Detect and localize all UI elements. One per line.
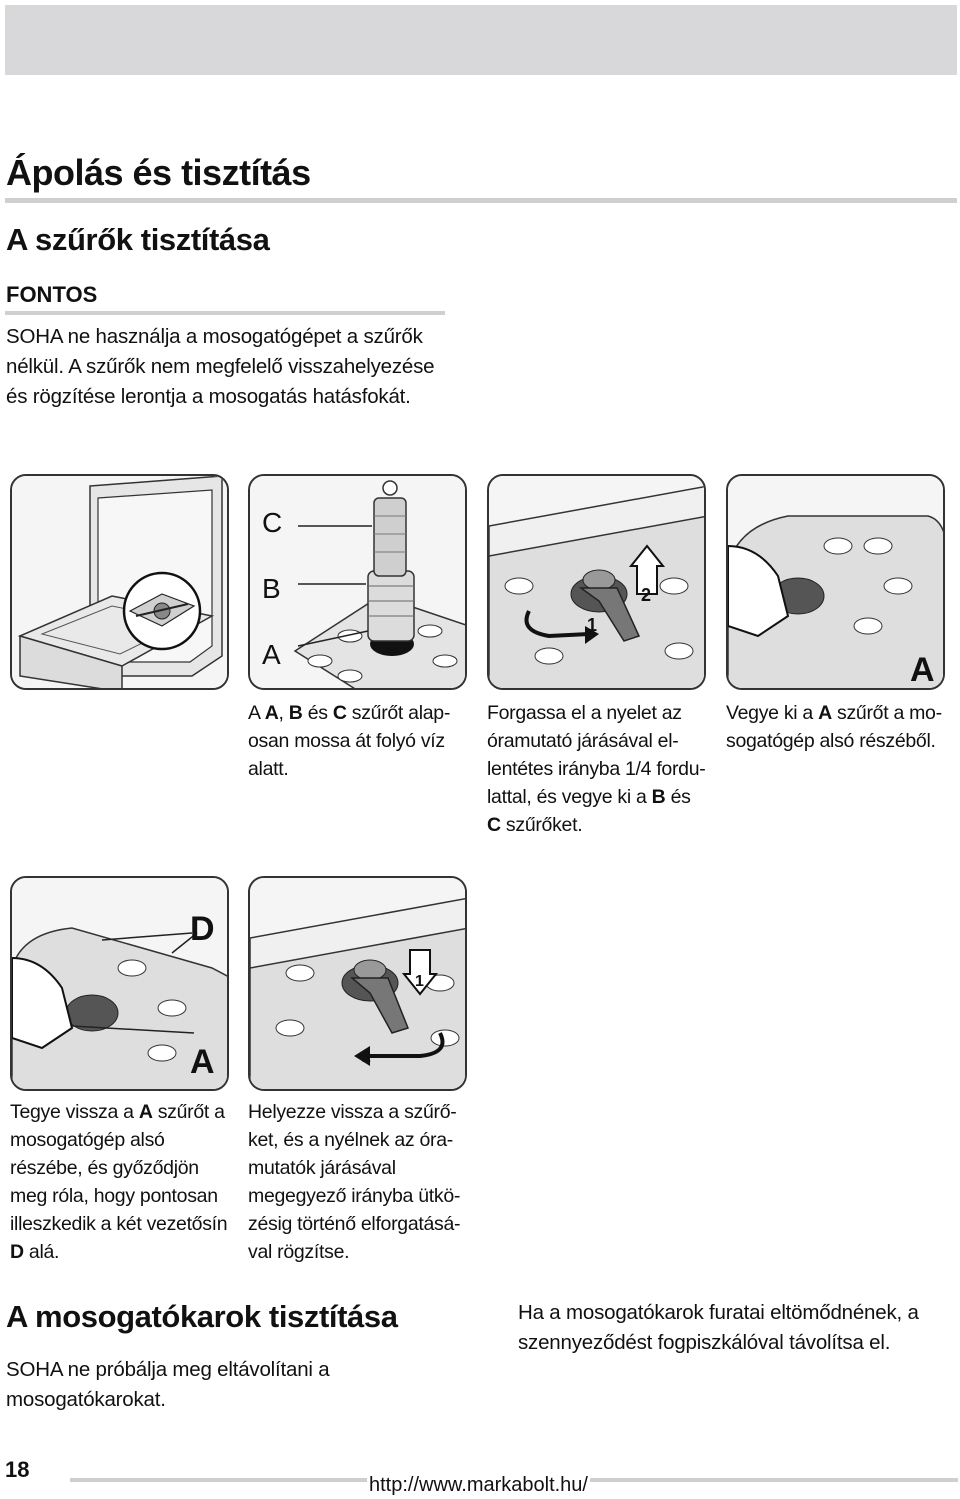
label-b: B <box>262 573 281 604</box>
caption-line: Vegye ki a A szűrőt a mo- <box>726 699 958 727</box>
figure-dishwasher-open <box>10 474 229 690</box>
caption-line: D alá. <box>10 1238 242 1266</box>
caption-line: mutatók járásával <box>248 1154 480 1182</box>
caption-line: óramutató járásával el- <box>487 727 719 755</box>
caption-text-run: Vegye ki a <box>726 702 819 724</box>
caption-text-run: és <box>665 786 691 808</box>
section-heading-spray-arms: A mosogatókarok tisztítása <box>6 1299 398 1334</box>
caption-text-run: megegyező irányba ütkö- <box>248 1185 461 1207</box>
caption-text-run: mutatók járásával <box>248 1157 396 1179</box>
important-rule <box>5 311 445 315</box>
caption-line: illeszkedik a két vezetősín <box>10 1210 242 1238</box>
header-band <box>5 5 957 75</box>
caption-bold-run: C <box>332 702 347 724</box>
caption-text-run: zésig történő elforgatásá- <box>248 1213 461 1235</box>
caption-text-run: mosogatógép alsó <box>10 1129 165 1151</box>
caption-line: alatt. <box>248 755 468 783</box>
caption-text-run: lentétes irányba 1/4 fordu- <box>487 758 706 780</box>
caption-text-run: meg róla, hogy pontosan <box>10 1185 218 1207</box>
caption-text-run: illeszkedik a két vezetősín <box>10 1213 228 1235</box>
caption-text-run: szűrőt alap- <box>346 702 451 724</box>
caption-text-run: Helyezze vissza a szűrő- <box>248 1101 457 1123</box>
caption-text-run: szűrőt a mo- <box>831 702 942 724</box>
caption-line: Tegye vissza a A szűrőt a <box>10 1098 242 1126</box>
figure-twist-handle-lock: 1 2 <box>248 876 467 1091</box>
caption-text-run: óramutató járásával el- <box>487 730 679 752</box>
caption-bold-run: A <box>818 702 832 724</box>
caption-text-run: Tegye vissza a <box>10 1101 139 1123</box>
caption-text-run: és <box>302 702 333 724</box>
caption-text-run: alatt. <box>248 758 289 780</box>
caption-replace-filter: Tegye vissza a A szűrőt a mosogatógép als… <box>10 1098 242 1266</box>
figure-remove-filter-a: A <box>726 474 945 690</box>
caption-text-run: sogatógép alsó részéből. <box>726 730 936 752</box>
caption-text-run: alá. <box>23 1241 60 1263</box>
caption-line: val rögzítse. <box>248 1238 480 1266</box>
label-c: C <box>262 507 282 538</box>
spray-arms-cleaning-tip: Ha a mosogatókarok furatai eltömődnének,… <box>518 1301 919 1354</box>
arrow-label-1: 1 <box>587 615 597 635</box>
caption-line: osan mossa át folyó víz <box>248 727 468 755</box>
caption-line: sogatógép alsó részéből. <box>726 727 958 755</box>
caption-line: A A, B és C szűrőt alap- <box>248 699 468 727</box>
caption-line: részébe, és győződjön <box>10 1154 242 1182</box>
footer-url[interactable]: http://www.markabolt.hu/ <box>367 1474 590 1497</box>
spray-arms-warning: SOHA ne próbálja meg eltávolítani a moso… <box>6 1358 330 1411</box>
title-rule <box>5 198 957 203</box>
caption-line: lentétes irányba 1/4 fordu- <box>487 755 719 783</box>
caption-line: meg róla, hogy pontosan <box>10 1182 242 1210</box>
caption-filters-abc: A A, B és C szűrőt alap-osan mossa át fo… <box>248 699 468 783</box>
important-text: SOHA ne használja a mosogatógépet a szűr… <box>6 325 435 408</box>
caption-text-run: , <box>278 702 289 724</box>
caption-bold-run: B <box>651 786 666 808</box>
caption-line: Forgassa el a nyelet az <box>487 699 719 727</box>
caption-line: zésig történő elforgatásá- <box>248 1210 480 1238</box>
important-label: FONTOS <box>6 282 98 307</box>
caption-line: mosogatógép alsó <box>10 1126 242 1154</box>
caption-text-run: val rögzítse. <box>248 1241 350 1263</box>
arrow-label-2: 2 <box>641 585 651 605</box>
caption-bold-run: A <box>264 702 279 724</box>
caption-text-run: ket, és a nyélnek az óra- <box>248 1129 453 1151</box>
figure-replace-filter-a: D A <box>10 876 229 1091</box>
arrow-label-1: 1 <box>415 973 424 990</box>
caption-text-run: osan mossa át folyó víz <box>248 730 445 752</box>
label-d: D <box>190 910 215 948</box>
caption-text-run: A <box>248 702 265 724</box>
arrow-label-2: 2 <box>362 1049 371 1066</box>
caption-bold-run: D <box>10 1241 24 1263</box>
caption-lock-handle: Helyezze vissza a szűrő-ket, és a nyélne… <box>248 1098 480 1266</box>
label-a: A <box>190 1043 215 1081</box>
figure-twist-handle-remove: 1 2 <box>487 474 706 690</box>
figure-filters-abc: C B A <box>248 474 467 690</box>
page-title: Ápolás és tisztítás <box>6 152 311 193</box>
caption-line: C szűrőket. <box>487 811 719 839</box>
page-number: 18 <box>5 1457 30 1482</box>
caption-line: lattal, és vegye ki a B és <box>487 783 719 811</box>
dishwasher-illustration <box>12 476 227 688</box>
label-a: A <box>910 651 935 689</box>
caption-text-run: szűrőt a <box>152 1101 225 1123</box>
section-heading-filters: A szűrők tisztítása <box>6 222 270 257</box>
caption-line: Helyezze vissza a szűrő- <box>248 1098 480 1126</box>
caption-remove-filter: Vegye ki a A szűrőt a mo-sogatógép alsó … <box>726 699 958 755</box>
caption-bold-run: A <box>138 1101 153 1123</box>
caption-line: ket, és a nyélnek az óra- <box>248 1126 480 1154</box>
caption-bold-run: B <box>288 702 303 724</box>
label-a: A <box>262 639 281 670</box>
caption-text-run: Forgassa el a nyelet az <box>487 702 682 724</box>
caption-twist-handle: Forgassa el a nyelet az óramutató járásáv… <box>487 699 719 839</box>
caption-bold-run: C <box>487 814 501 836</box>
caption-text-run: lattal, és vegye ki a <box>487 786 652 808</box>
caption-text-run: részébe, és győződjön <box>10 1157 199 1179</box>
caption-line: megegyező irányba ütkö- <box>248 1182 480 1210</box>
caption-text-run: szűrőket. <box>500 814 583 836</box>
